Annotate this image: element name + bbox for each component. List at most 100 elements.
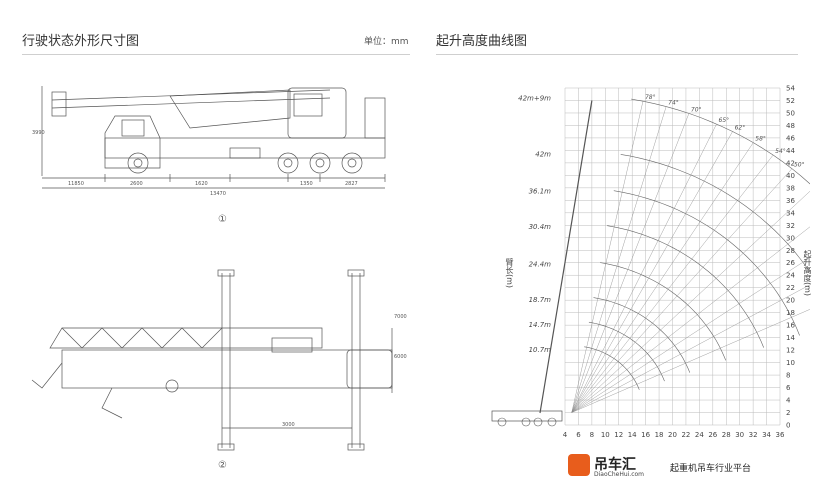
angle-label: 54° bbox=[775, 148, 786, 155]
y-tick-label: 32 bbox=[786, 222, 795, 230]
y-tick-label: 28 bbox=[786, 247, 795, 255]
y-tick-label: 18 bbox=[786, 309, 795, 317]
x-tick-label: 32 bbox=[749, 431, 758, 439]
dim-top-1: 6000 bbox=[394, 354, 407, 360]
y-tick-label: 6 bbox=[786, 384, 791, 392]
y-tick-label: 34 bbox=[786, 209, 795, 217]
angle-ray bbox=[571, 106, 667, 413]
x-tick-label: 12 bbox=[614, 431, 623, 439]
crane-wheel bbox=[533, 417, 543, 427]
x-tick-label: 14 bbox=[628, 431, 637, 439]
dim-side-6: 3990 bbox=[32, 130, 45, 136]
dim-side-1: 2600 bbox=[130, 181, 143, 187]
y-tick-label: 52 bbox=[786, 97, 795, 105]
y-tick-label: 54 bbox=[786, 85, 795, 93]
boom-length-label: 24.4m bbox=[529, 260, 552, 268]
boom-length-label: 14.7m bbox=[529, 321, 552, 329]
x-tick-label: 6 bbox=[576, 431, 581, 439]
y-tick-label: 4 bbox=[786, 397, 791, 405]
watermark: 吊车汇 DiaoCheHui.com 起重机吊车行业平台 bbox=[568, 454, 778, 482]
angle-ray bbox=[571, 168, 793, 413]
boom-length-label: 10.7m bbox=[529, 346, 552, 354]
angle-label: 65° bbox=[719, 117, 730, 124]
y-axis-label: 起升高度(m) bbox=[803, 250, 812, 297]
boom-axis-label: 臂长(m) bbox=[505, 258, 514, 289]
angle-label: 62° bbox=[735, 124, 746, 131]
watermark-slogan: 起重机吊车行业平台 bbox=[670, 464, 752, 474]
y-tick-label: 20 bbox=[786, 297, 795, 305]
boom-length-label: 36.1m bbox=[529, 187, 552, 195]
unit-label: 单位：mm bbox=[364, 37, 409, 47]
boom-arc bbox=[631, 98, 810, 185]
y-tick-label: 0 bbox=[786, 422, 790, 430]
y-tick-label: 24 bbox=[786, 272, 795, 280]
angle-label: 74° bbox=[668, 100, 679, 107]
y-tick-label: 50 bbox=[786, 109, 795, 117]
dim-side-4: 2827 bbox=[345, 181, 358, 187]
y-tick-label: 38 bbox=[786, 184, 795, 192]
brand-logo-icon bbox=[568, 454, 590, 476]
y-tick-label: 10 bbox=[786, 359, 795, 367]
dim-side-2: 1620 bbox=[195, 181, 208, 187]
x-tick-label: 10 bbox=[601, 431, 610, 439]
y-tick-label: 44 bbox=[786, 147, 795, 155]
x-tick-label: 22 bbox=[681, 431, 690, 439]
y-tick-label: 22 bbox=[786, 284, 795, 292]
y-tick-label: 14 bbox=[786, 334, 795, 342]
left-divider bbox=[22, 54, 410, 55]
angle-ray bbox=[571, 309, 810, 413]
angle-ray bbox=[571, 190, 810, 413]
y-tick-label: 2 bbox=[786, 409, 790, 417]
x-tick-label: 8 bbox=[590, 431, 594, 439]
dim-side-0: 11850 bbox=[68, 181, 84, 187]
y-tick-label: 26 bbox=[786, 259, 795, 267]
x-tick-label: 16 bbox=[641, 431, 650, 439]
angle-ray bbox=[571, 154, 774, 413]
boom-length-label: 42m bbox=[535, 151, 551, 159]
dim-top-2: 7000 bbox=[394, 314, 407, 320]
top-view-drawing: 3000 6000 7000 bbox=[31, 269, 407, 451]
angle-ray bbox=[571, 113, 690, 413]
crane-wheel bbox=[547, 417, 557, 427]
watermark-brand: 吊车汇 bbox=[594, 457, 636, 473]
x-tick-label: 18 bbox=[655, 431, 664, 439]
angle-label: 78° bbox=[645, 94, 656, 101]
y-tick-label: 48 bbox=[786, 122, 795, 130]
x-tick-label: 36 bbox=[776, 431, 785, 439]
y-tick-label: 40 bbox=[786, 172, 795, 180]
x-tick-label: 30 bbox=[735, 431, 744, 439]
x-tick-label: 34 bbox=[762, 431, 771, 439]
right-divider bbox=[436, 54, 798, 55]
angle-label: 50° bbox=[794, 162, 805, 169]
angle-ray bbox=[571, 284, 810, 413]
angle-ray bbox=[571, 142, 754, 413]
watermark-domain: DiaoCheHui.com bbox=[594, 471, 645, 478]
boom-length-label: 42m+9m bbox=[518, 94, 551, 102]
y-tick-label: 42 bbox=[786, 159, 795, 167]
dim-side-5: 13470 bbox=[210, 191, 226, 197]
y-tick-label: 36 bbox=[786, 197, 795, 205]
angle-ray bbox=[571, 226, 810, 413]
x-tick-label: 4 bbox=[563, 431, 568, 439]
dim-side-3: 1350 bbox=[300, 181, 313, 187]
angle-ray bbox=[571, 257, 810, 413]
boom-length-label: 30.4m bbox=[529, 223, 552, 231]
y-tick-label: 8 bbox=[786, 372, 790, 380]
crane-boom bbox=[539, 100, 593, 414]
boom-length-label: 18.7m bbox=[529, 296, 552, 304]
left-panel-title: 行驶状态外形尺寸图 bbox=[22, 34, 140, 49]
crane-wheel bbox=[521, 417, 531, 427]
y-tick-label: 16 bbox=[786, 322, 795, 330]
view-2-label: ② bbox=[218, 460, 227, 471]
angle-ray bbox=[571, 131, 733, 413]
crane-wheel bbox=[497, 417, 507, 427]
x-tick-label: 20 bbox=[668, 431, 677, 439]
dim-top-0: 3000 bbox=[282, 422, 295, 428]
x-tick-label: 28 bbox=[722, 431, 731, 439]
angle-ray bbox=[571, 123, 717, 413]
y-tick-label: 46 bbox=[786, 134, 795, 142]
crane-body bbox=[491, 410, 563, 422]
x-tick-label: 24 bbox=[695, 431, 704, 439]
angle-ray bbox=[571, 101, 644, 413]
